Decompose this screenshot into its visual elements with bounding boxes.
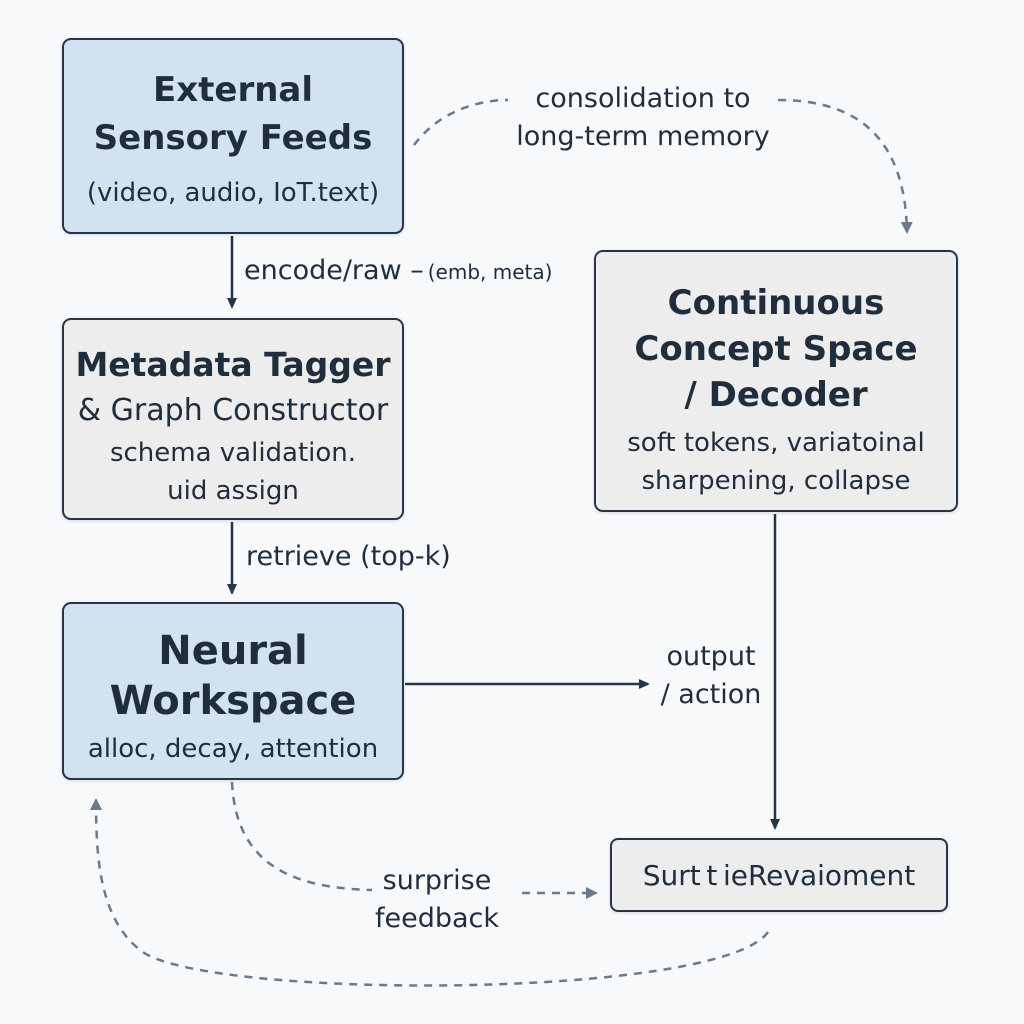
label-output-action: output / action — [646, 638, 776, 714]
continuous-concept-subtitle: soft tokens, variatoinal sharpening, col… — [596, 424, 956, 500]
label-consolidation: consolidation to long-term memory — [508, 80, 778, 156]
label-encode-note: (emb, meta) — [427, 260, 553, 284]
neural-workspace-subtitle: alloc, decay, attention — [64, 730, 402, 768]
label-consolidation-line-1: consolidation to — [535, 83, 751, 114]
continuous-concept-title-line-1: Continuous — [667, 283, 885, 323]
neural-workspace-title-line-2: Workspace — [109, 678, 357, 724]
external-feeds-title-line-1: External — [152, 70, 314, 110]
neural-workspace-subtitle-line: alloc, decay, attention — [87, 734, 379, 764]
continuous-concept-subtitle-line-1: soft tokens, variatoinal — [627, 428, 925, 458]
metadata-tagger-title: Metadata Tagger & Graph Constructor — [64, 342, 402, 434]
label-output-line-1: output — [666, 641, 756, 672]
external-feeds-subtitle-line: (video, audio, IoT.text) — [86, 178, 380, 208]
node-continuous-concept-space[interactable]: Continuous Concept Space / Decoder soft … — [594, 250, 958, 512]
edge-consolidation-right — [777, 98, 913, 234]
edge-consolidation-left — [412, 98, 509, 146]
label-consolidation-line-2: long-term memory — [516, 121, 770, 152]
surt-revaioment-title: Surt t ieRevaioment — [612, 856, 946, 896]
metadata-tagger-subtitle: schema validation. uid assign — [64, 434, 402, 510]
metadata-tagger-subtitle-line-2: uid assign — [167, 476, 299, 506]
metadata-tagger-subtitle-line-1: schema validation. — [109, 438, 357, 468]
edge-loop-back — [90, 798, 770, 987]
node-metadata-tagger[interactable]: Metadata Tagger & Graph Constructor sche… — [62, 318, 404, 520]
external-feeds-title: External Sensory Feeds — [64, 66, 402, 162]
label-surprise-feedback: surprise feedback — [364, 862, 510, 938]
continuous-concept-subtitle-line-2: sharpening, collapse — [641, 466, 911, 496]
label-encode: encode/raw –(emb, meta) — [244, 252, 552, 291]
label-surprise-line-1: surprise — [382, 865, 492, 896]
continuous-concept-title-line-3: / Decoder — [684, 375, 868, 415]
label-encode-main: encode/raw – — [244, 255, 424, 286]
label-retrieve-text: retrieve (top-k) — [246, 541, 451, 572]
edge-surprise-left — [230, 781, 373, 892]
node-external-sensory-feeds[interactable]: External Sensory Feeds (video, audio, Io… — [62, 38, 404, 234]
metadata-tagger-title-line-2: & Graph Constructor — [77, 393, 389, 428]
surt-revaioment-title-line: Surt t ieRevaioment — [642, 859, 916, 892]
neural-workspace-title-line-1: Neural — [158, 628, 308, 674]
label-retrieve: retrieve (top-k) — [246, 538, 451, 576]
label-surprise-line-2: feedback — [374, 903, 500, 934]
metadata-tagger-title-line-1: Metadata Tagger — [75, 345, 391, 384]
external-feeds-subtitle: (video, audio, IoT.text) — [64, 174, 402, 212]
external-feeds-title-line-2: Sensory Feeds — [93, 118, 373, 158]
continuous-concept-title: Continuous Concept Space / Decoder — [596, 280, 956, 418]
node-neural-workspace[interactable]: Neural Workspace alloc, decay, attention — [62, 602, 404, 780]
neural-workspace-title: Neural Workspace — [64, 626, 402, 726]
continuous-concept-title-line-2: Concept Space — [634, 329, 918, 369]
label-output-line-2: / action — [660, 679, 762, 710]
node-surt-revaioment[interactable]: Surt t ieRevaioment — [610, 838, 948, 912]
